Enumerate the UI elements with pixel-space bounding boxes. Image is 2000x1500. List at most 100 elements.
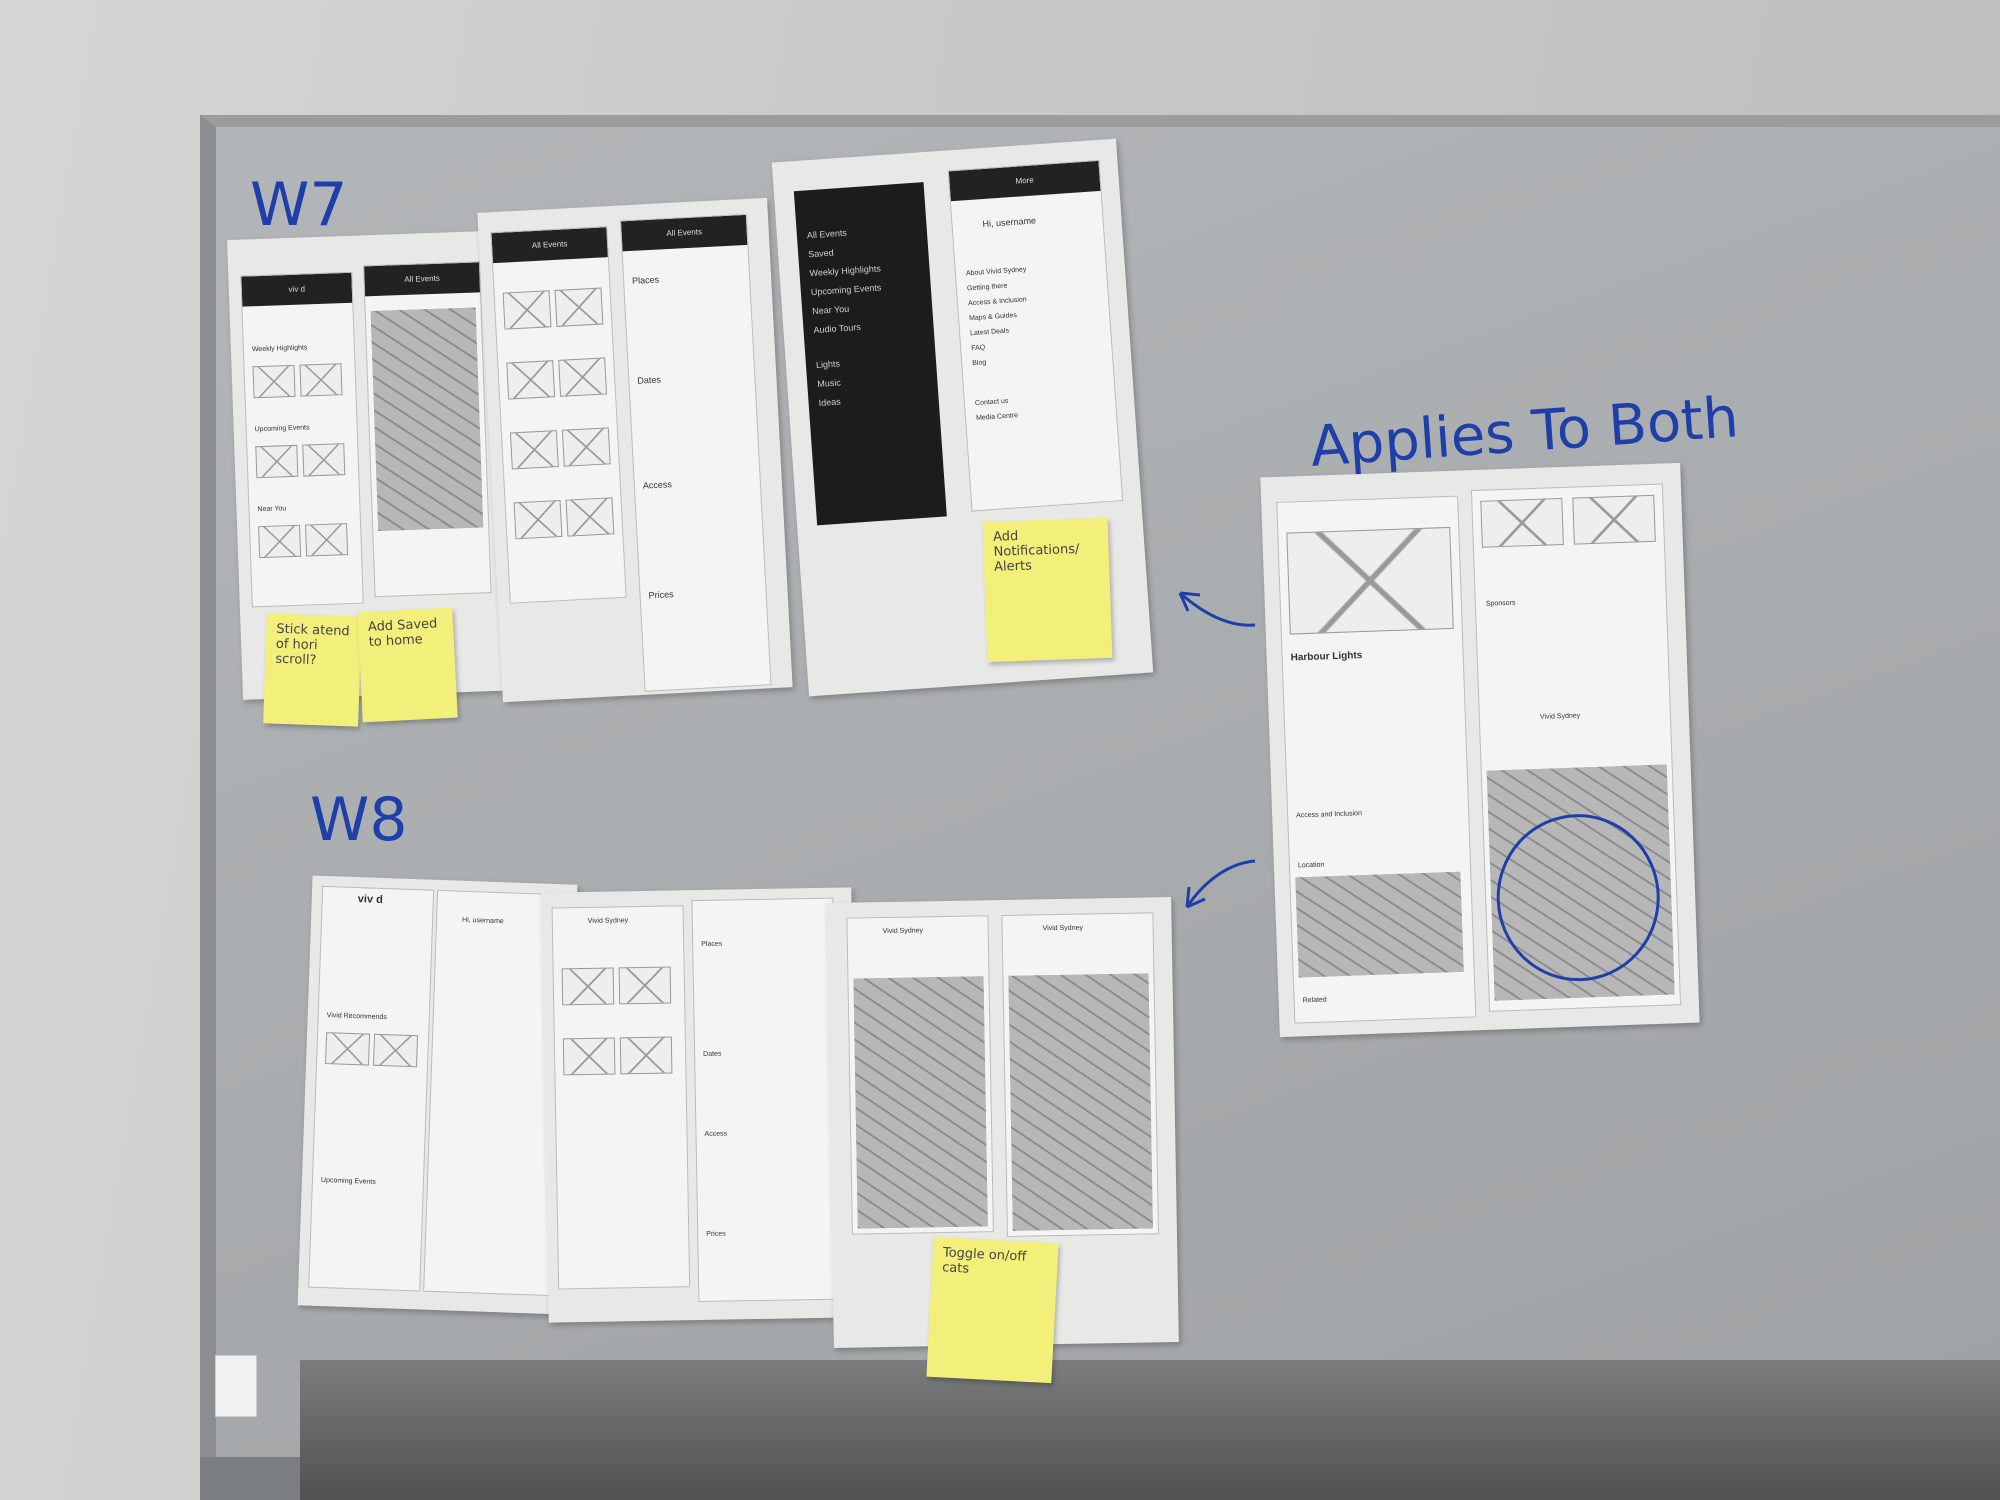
image-placeholder <box>565 497 615 537</box>
map-view <box>1008 973 1153 1231</box>
greeting: Hi, username <box>982 215 1037 230</box>
map-screen-v2-a: Vivid Sydney <box>846 915 994 1235</box>
applies-sheet: Harbour Lights Access and Inclusion Loca… <box>1260 462 1700 1038</box>
home-screen: viv d Weekly Highlights Upcoming Events … <box>240 271 364 608</box>
image-placeholder <box>509 430 559 470</box>
image-placeholder <box>302 443 346 477</box>
vivid-logo: viv d <box>241 272 353 307</box>
more-item[interactable]: Latest Deals <box>969 327 1010 338</box>
image-placeholder <box>558 357 608 397</box>
map-screen-v2-b: Vivid Sydney <box>1001 912 1159 1237</box>
image-placeholder <box>305 523 349 557</box>
circle-annotation <box>1496 814 1660 982</box>
image-placeholder <box>1480 497 1564 548</box>
location-heading: Location <box>1297 861 1325 870</box>
sticky-note-4: Toggle on/off cats <box>926 1236 1059 1384</box>
sponsors-heading: Sponsors <box>1485 599 1516 608</box>
marker-tray <box>300 1360 2000 1500</box>
related-heading: Related <box>1302 996 1327 1005</box>
prices-heading: Prices <box>706 1230 726 1238</box>
menu-item[interactable]: Near You <box>811 303 850 317</box>
more-item[interactable]: Media Centre <box>975 412 1019 423</box>
w7-sheet-2: All Events All Events Places Dates Acces… <box>477 197 793 703</box>
image-placeholder <box>561 427 611 467</box>
all-events-title: All Events <box>364 262 481 297</box>
event-title: Harbour Lights <box>1290 650 1363 664</box>
image-placeholder <box>258 524 302 559</box>
greeting: Hi, username <box>461 916 504 926</box>
image-placeholder <box>325 1032 371 1066</box>
w8-sheet-2: Vivid Sydney Places Dates Access Prices <box>541 887 859 1323</box>
prices-heading: Prices <box>648 589 674 601</box>
more-item[interactable]: FAQ <box>970 344 986 353</box>
image-placeholder <box>299 363 343 397</box>
vivid-sydney-title: Vivid Sydney <box>882 927 924 936</box>
menu-item[interactable]: Audio Tours <box>813 321 862 336</box>
label-w8: W8 <box>310 785 408 855</box>
image-placeholder <box>502 290 552 330</box>
image-placeholder <box>255 444 299 479</box>
vivid-sydney-title: Vivid Sydney <box>1539 712 1581 721</box>
menu-item[interactable]: Ideas <box>818 396 841 408</box>
map-view <box>370 307 484 532</box>
home-screen-v2: viv d Vivid Recommends Upcoming Events <box>308 885 435 1292</box>
more-item[interactable]: Contact us <box>974 397 1009 408</box>
vivid-recommends-heading: Vivid Recommends <box>326 1012 387 1022</box>
power-outlet <box>215 1355 257 1417</box>
image-placeholder <box>562 1037 616 1076</box>
more-item[interactable]: Access & Inclusion <box>967 296 1027 308</box>
event-detail-screen: Harbour Lights Access and Inclusion Loca… <box>1276 495 1477 1024</box>
more-item[interactable]: Maps & Guides <box>968 311 1018 323</box>
arrow-to-w8 <box>1185 859 1256 909</box>
filter-screen-v2: Places Dates Access Prices <box>691 897 841 1303</box>
menu-item[interactable]: All Events <box>806 227 848 241</box>
all-events-title: All Events <box>621 214 748 252</box>
more-item[interactable]: Blog <box>972 359 987 368</box>
vivid-sydney-title: Vivid Sydney <box>587 917 629 925</box>
access-inclusion-heading: Access and Inclusion <box>1296 810 1363 820</box>
menu-item[interactable]: Music <box>816 377 842 390</box>
more-item[interactable]: About Vivid Sydney <box>965 266 1027 278</box>
vivid-sydney-title: Vivid Sydney <box>1042 924 1084 933</box>
near-you-heading: Near You <box>257 505 287 514</box>
menu-item[interactable]: Weekly Highlights <box>809 263 882 279</box>
dates-heading: Dates <box>703 1050 722 1058</box>
menu-item[interactable]: Lights <box>815 358 841 371</box>
weekly-highlights-heading: Weekly Highlights <box>251 344 308 354</box>
sticky-note-1: Stick atend of hori scroll? <box>263 613 362 727</box>
map-view <box>853 976 988 1229</box>
sticky-note-2: Add Saved to home <box>357 607 458 723</box>
upcoming-events-heading: Upcoming Events <box>320 1176 376 1186</box>
sponsors-map-screen: Sponsors Vivid Sydney <box>1470 483 1682 1012</box>
image-placeholder <box>506 360 556 400</box>
all-events-list-screen: All Events <box>490 226 627 604</box>
menu-item[interactable]: Upcoming Events <box>810 282 882 298</box>
image-placeholder <box>561 967 615 1006</box>
places-heading: Places <box>701 940 723 948</box>
hero-image-placeholder <box>1286 526 1454 635</box>
image-placeholder <box>1572 494 1656 545</box>
label-w7: W7 <box>250 170 348 240</box>
image-placeholder <box>252 364 296 399</box>
w8-sheet-1: viv d Vivid Recommends Upcoming Events H… <box>297 875 578 1315</box>
more-title: More <box>948 160 1101 202</box>
access-heading: Access <box>704 1130 728 1138</box>
side-menu: All Events Saved Weekly Highlights Upcom… <box>793 182 947 526</box>
dates-heading: Dates <box>637 374 662 386</box>
map-screen: All Events <box>363 261 492 598</box>
event-list-screen-v2: Vivid Sydney <box>551 905 691 1290</box>
more-item[interactable]: Getting there <box>966 282 1008 293</box>
upcoming-events-heading: Upcoming Events <box>254 424 310 434</box>
arrow-to-w7 <box>1178 591 1256 627</box>
menu-item[interactable]: Saved <box>807 247 835 260</box>
access-heading: Access <box>642 479 673 491</box>
image-placeholder <box>513 499 563 540</box>
image-placeholder <box>554 287 604 327</box>
more-screen: More Hi, username About Vivid Sydney Get… <box>947 159 1124 512</box>
image-placeholder <box>372 1033 419 1068</box>
sticky-note-3: Add Notifications/ Alerts <box>982 517 1113 663</box>
image-placeholder <box>618 966 672 1005</box>
places-heading: Places <box>631 274 660 286</box>
location-map <box>1295 871 1464 978</box>
vivid-logo: viv d <box>357 893 384 906</box>
